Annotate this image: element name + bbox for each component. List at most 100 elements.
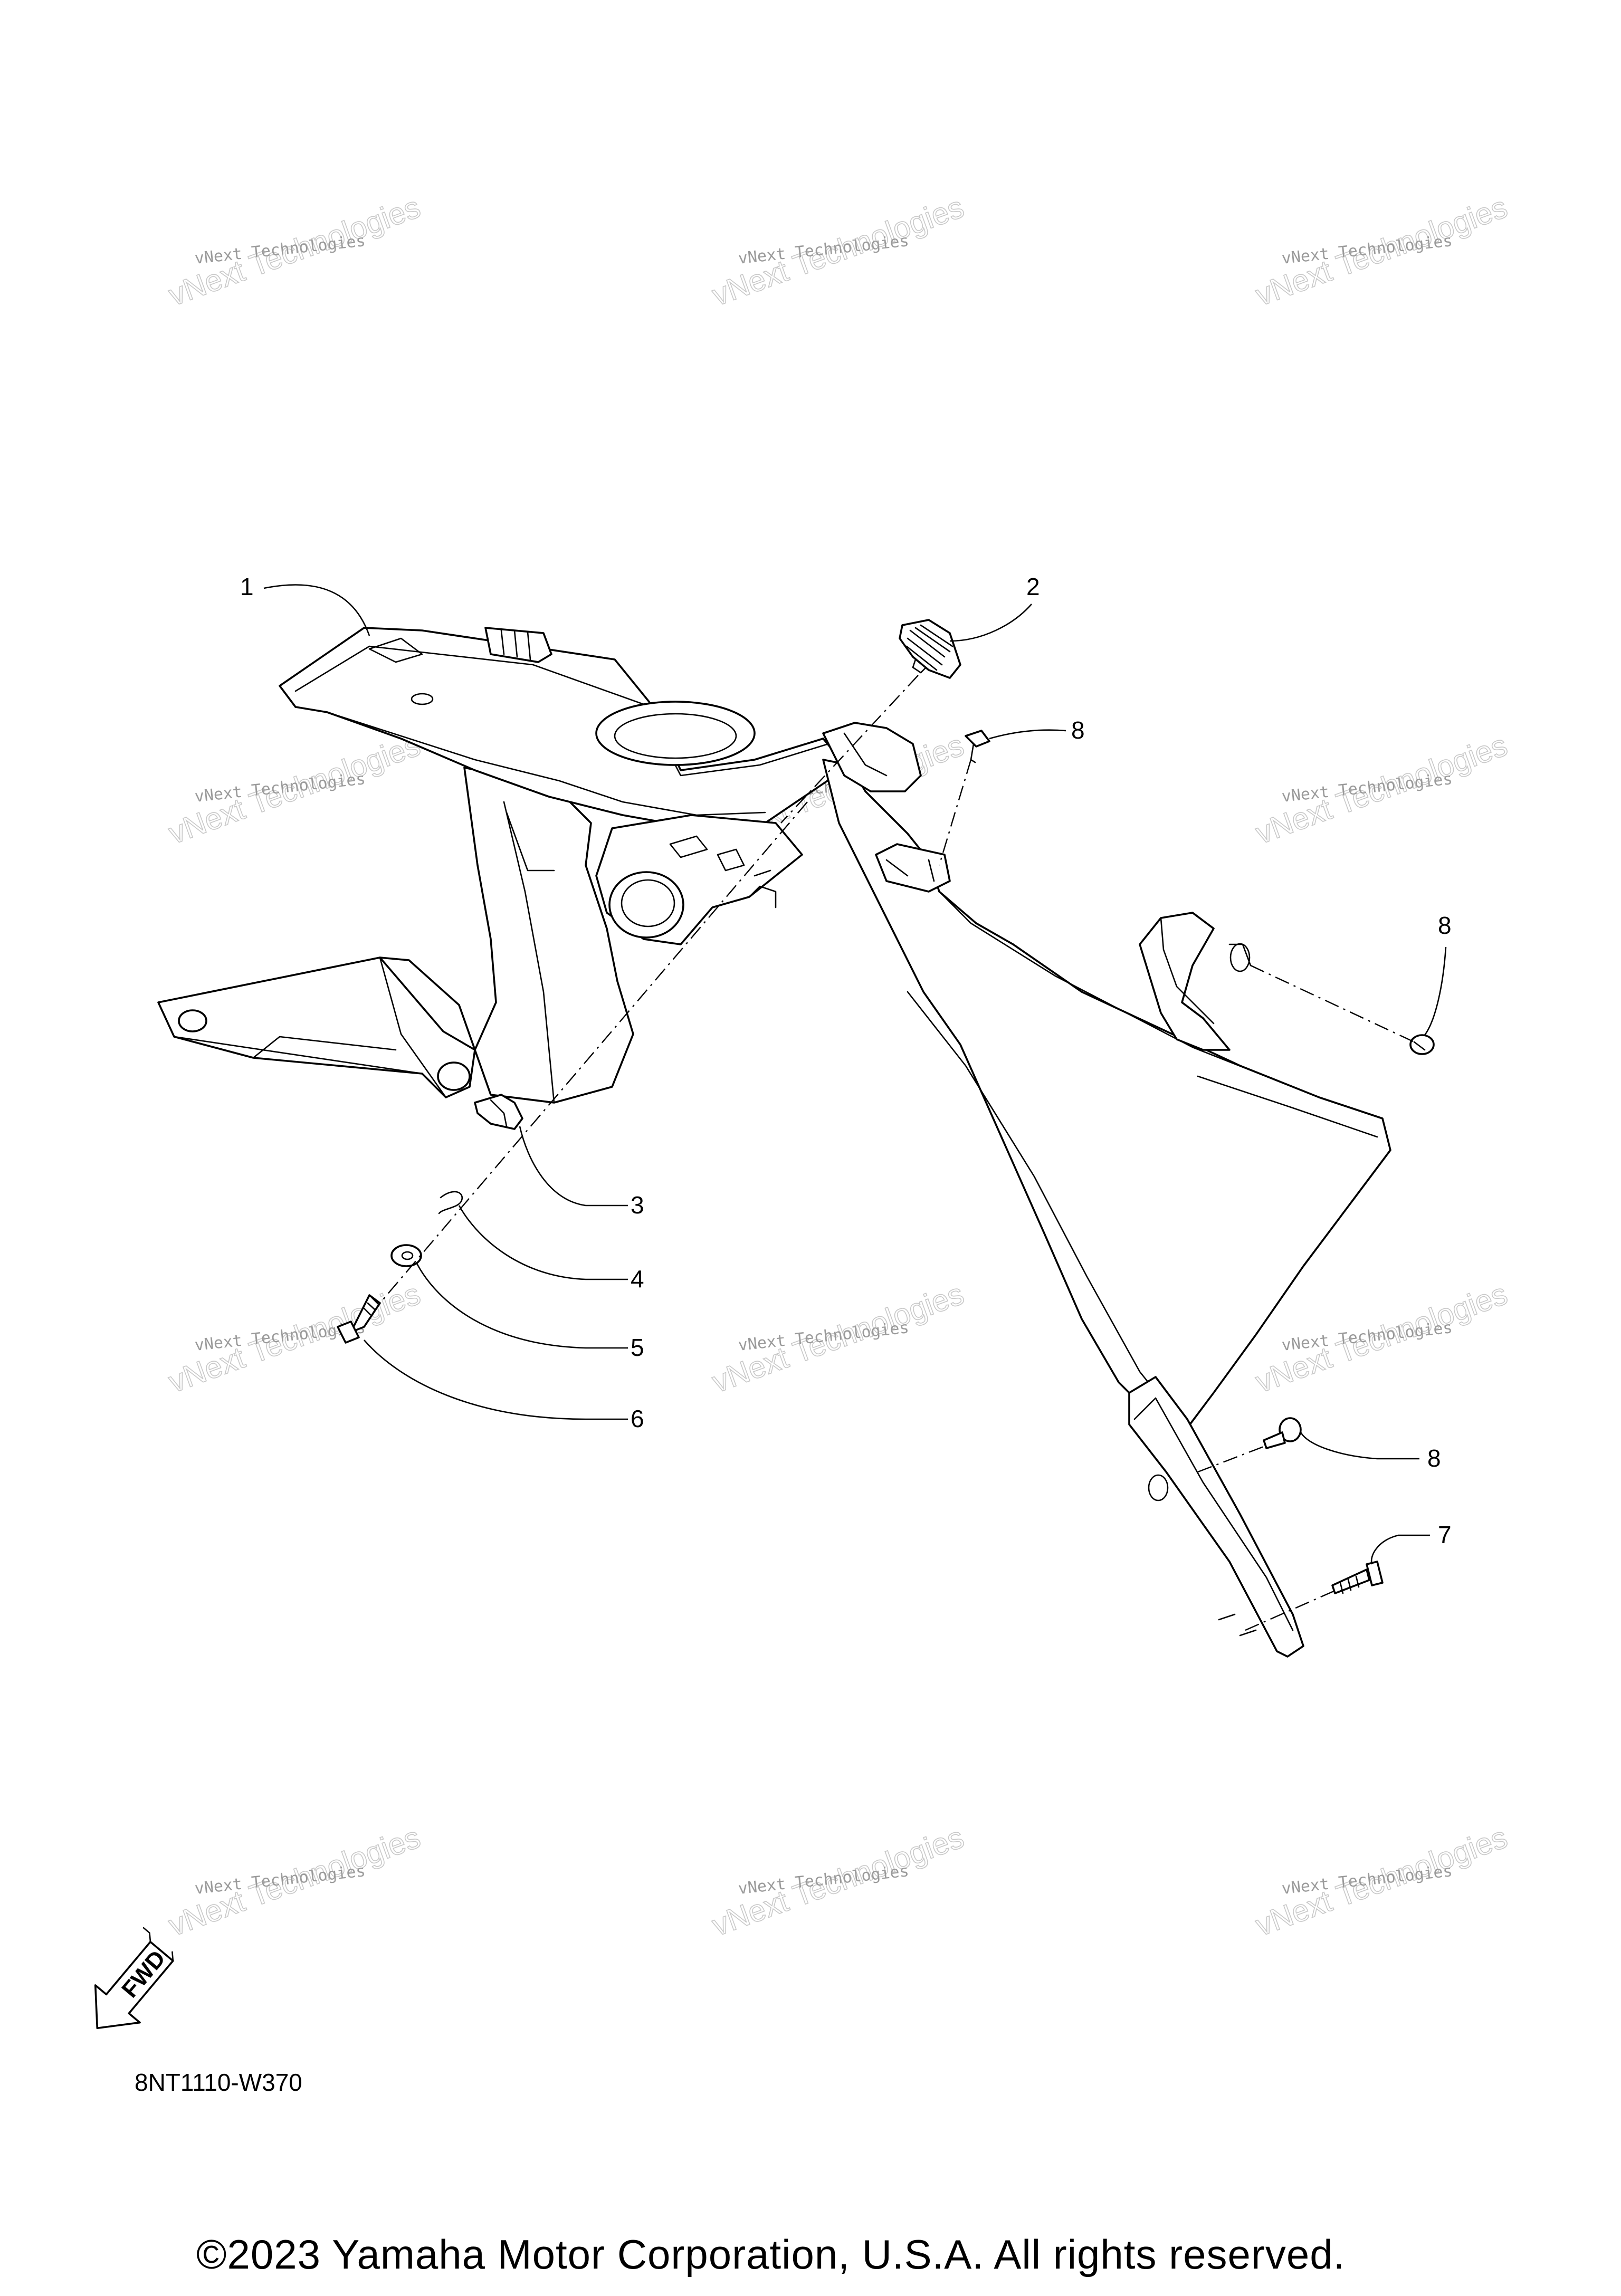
axis-rivet-b [1250,964,1415,1043]
clip-nut-inner [490,1099,508,1127]
frame-side-knob-ridges [500,629,531,661]
watermark-8: vNext Technologies vNext Technologies [707,1276,968,1400]
fender-bracket-lower-lip [1218,1613,1257,1637]
part-3-clip-nut [474,1094,523,1130]
leader-4 [458,1205,628,1280]
assembly-centerlines [379,675,1415,1631]
frame-rear-bushing [437,1061,471,1091]
fender-latch-tab [875,843,951,893]
fender-hook-edge [1160,917,1215,1025]
frame-center-slot [669,835,745,872]
watermark-10: vNext Technologies vNext Technologies [164,1820,425,1943]
callout-5: 5 [631,1334,644,1361]
lock-washer-shape [438,1191,463,1214]
axis-part-2 [780,675,919,824]
frame-arm-web [252,1036,397,1059]
part-8-rivet-a [965,730,990,763]
callout-3: 3 [631,1191,644,1219]
leader-8b [1424,946,1447,1036]
watermark-7: vNext Technologies vNext Technologies [164,1276,425,1400]
fender-tab-tube [822,722,922,792]
fender-upper-edge [938,891,1320,1098]
frame-vertical-hanger [463,767,634,1104]
part-5-washer [390,1244,422,1267]
rivet-b-head [1409,1034,1435,1055]
part-4-lock-washer [438,1191,463,1214]
fender-bracket-edge [1133,1397,1294,1631]
copyright-notice: ©2023 Yamaha Motor Corporation, U.S.A. A… [196,2231,1346,2278]
watermark-2: vNext Technologies vNext Technologies [707,189,968,313]
frame-hanger-step [506,811,555,872]
fender-crease [907,991,1183,1426]
leader-5 [416,1263,628,1349]
watermark-9: vNext Technologies vNext Technologies [1251,1276,1512,1400]
frame-plate-underside [326,711,766,816]
fwd-arrow-icon: FWD [94,1927,174,2030]
watermark-6: vNext Technologies vNext Technologies [1251,728,1512,851]
fender-hook-hole-rim [1228,943,1252,967]
axis-rivet-c [1197,1444,1267,1473]
frame-ring-hole [608,871,684,939]
callout-4: 4 [631,1265,644,1293]
callout-numbers: 1 2 8 8 3 4 5 6 8 7 [240,573,1452,1548]
fender-latch-detail [885,859,935,882]
frame-plate-hole [411,693,434,705]
washer-outer [390,1244,422,1267]
callout-2: 2 [1026,573,1040,600]
watermark-11: vNext Technologies vNext Technologies [707,1820,968,1943]
rivet-a-head [965,730,990,748]
part-8-rivet-c [1263,1417,1302,1449]
rivet-a-shank [970,743,976,763]
frame-plate-slot [368,637,423,663]
frame-arm-edge [173,956,447,1098]
leader-8c [1300,1432,1419,1460]
fwd-arrow-outline [94,1940,174,2030]
callout-1: 1 [240,573,254,600]
frame-center-lugs [748,869,777,908]
washer-inner [401,1251,414,1260]
fender-bracket-mount [1148,1474,1169,1501]
pad-grip-lines [905,624,953,671]
axis-screw-7 [1245,1590,1336,1631]
callout-8a: 8 [1071,716,1085,744]
frame-hanger-edge [503,801,555,1104]
callout-8c: 8 [1427,1444,1441,1472]
rivet-c-shank [1263,1431,1286,1449]
callout-8b: 8 [1438,912,1452,939]
watermark-1: vNext Technologies vNext Technologies [164,189,425,313]
fender-side-rib [1197,1075,1378,1138]
frame-round-boss-inner [614,713,737,759]
rivet-c-head [1279,1417,1302,1442]
fender-tab-tube-opening [843,732,888,777]
leader-2 [949,604,1032,642]
watermark-12: vNext Technologies vNext Technologies [1251,1820,1512,1943]
fender-hook-hole [1229,943,1251,972]
frame-gusset [379,956,476,1051]
fwd-arrow-depth [142,1927,174,1962]
watermark-4: vNext Technologies vNext Technologies [164,728,425,851]
frame-arm-bushing [178,1009,207,1032]
leader-6 [364,1340,628,1420]
frame-round-boss [595,701,756,766]
leader-8a [989,729,1066,740]
callout-7: 7 [1438,1521,1452,1548]
part-2-pad [899,619,961,679]
axis-rivet-a [938,759,972,866]
rear-fender [822,722,1391,1658]
axis-bolt-stack [379,801,808,1304]
screw-threads [1339,1575,1360,1594]
fender-right-hook [1139,912,1231,1051]
frame-ring-hole-inner [621,879,675,927]
frame-top-plate [279,627,848,829]
leader-3 [519,1126,628,1207]
watermark-3: vNext Technologies vNext Technologies [1251,189,1512,313]
part-7-screw [1331,1561,1384,1594]
bolt-threads [363,1297,379,1316]
screw-head [1366,1561,1384,1586]
diagram-code: 8NT1110-W370 [135,2069,302,2096]
bolt-head [337,1321,360,1344]
leader-1 [263,584,370,636]
part-8-rivet-b [1409,1034,1435,1055]
clip-nut-body [474,1094,523,1130]
